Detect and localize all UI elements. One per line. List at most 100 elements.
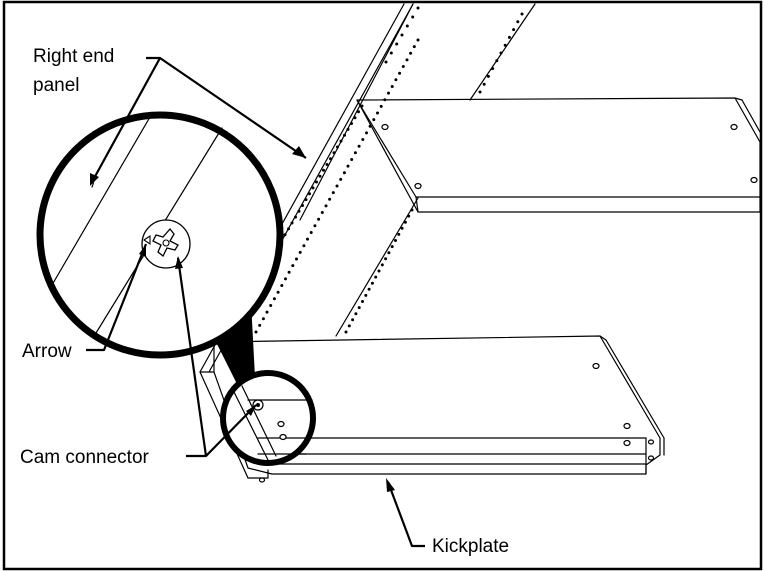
shelf-pin-hole	[512, 28, 516, 32]
label-kickplate: Kickplate	[432, 536, 509, 557]
shelf-pin-hole	[384, 60, 388, 64]
arrow-marker-icon	[143, 234, 151, 246]
shelf-pin-hole	[351, 318, 355, 322]
shelf-pin-hole	[357, 110, 360, 114]
shelf-pin-hole	[346, 164, 350, 168]
shelf-pin-hole	[265, 310, 269, 314]
shelf-pin-hole	[324, 204, 328, 208]
shelf-pin-hole	[339, 177, 343, 181]
shelf-pin-hole	[377, 269, 381, 273]
shelf-pin-hole	[374, 275, 378, 279]
shelf-pin-hole	[297, 209, 301, 213]
shelf-pin-hole	[394, 78, 398, 82]
shelf-pin-hole	[353, 151, 357, 155]
shelf-pin-hole	[308, 192, 311, 196]
shelf-pin-hole	[287, 270, 291, 274]
shelf-pin-hole	[398, 71, 402, 75]
shelf-pin-hole	[503, 43, 507, 47]
shelf-pin-hole	[318, 174, 322, 178]
shelf-pin-hole	[332, 151, 336, 155]
shelf-pin-hole	[401, 65, 405, 68]
shelf-pin-hole	[372, 118, 376, 122]
shelf-pin-hole	[357, 306, 361, 310]
shelf-pin-hole	[387, 91, 390, 95]
shelf-pin-hole	[389, 51, 393, 55]
shelf-pin-hole	[294, 215, 297, 219]
shelf-pin-hole	[387, 251, 391, 255]
shelf-pin-hole	[380, 263, 384, 267]
shelf-pin-hole	[482, 82, 486, 86]
shelf-pin-hole	[507, 35, 511, 39]
shelf-pin-hole	[325, 163, 329, 166]
shelf-pin-hole	[499, 51, 503, 55]
shelf-pin-hole	[394, 239, 397, 242]
shelf-pin-hole	[416, 6, 420, 10]
shelf-pin-hole	[361, 300, 364, 303]
shelf-pin-hole	[336, 145, 339, 149]
shelf-pin-hole	[322, 168, 325, 172]
shelf-pin-hole	[320, 211, 324, 214]
shelf-pin-hole	[384, 257, 388, 261]
shelf-pin-hole	[390, 245, 394, 249]
shelf-pin-hole	[416, 38, 420, 42]
label-arrow: Arrow	[22, 341, 72, 362]
shelf-pin-hole	[304, 198, 308, 202]
shelf-pin-hole	[295, 257, 298, 261]
shelf-pin-hole	[311, 186, 315, 190]
shelf-pin-hole	[370, 281, 374, 285]
shelf-pin-hole	[276, 290, 280, 294]
shelf-pin-hole	[284, 277, 287, 281]
shelf-pin-hole	[343, 133, 346, 137]
cam-detail-circle	[220, 370, 316, 466]
label-right-end-panel-line2: panel	[33, 75, 80, 96]
upper-shelf	[356, 97, 761, 213]
shelf-pin-hole	[350, 122, 353, 125]
shelf-pin-hole	[317, 217, 321, 221]
leader-lines	[86, 56, 425, 548]
shelf-pin-hole	[287, 227, 290, 231]
shelf-pin-hole	[346, 127, 350, 131]
shelf-pin-hole	[269, 304, 273, 307]
shelf-pin-hole	[376, 111, 379, 115]
shelf-pin-hole	[412, 45, 416, 49]
shelf-pin-hole	[347, 324, 351, 328]
shelf-pin-hole	[357, 144, 361, 148]
shelf-pin-hole	[280, 284, 284, 287]
shelf-pin-hole	[350, 158, 354, 161]
shelf-pin-hole	[403, 220, 407, 224]
shelf-pin-hole	[329, 157, 332, 161]
shelf-pin-hole	[516, 20, 520, 24]
shelf-pin-hole	[411, 15, 415, 19]
shelf-pin-hole	[335, 184, 339, 188]
shelf-pin-hole	[301, 204, 304, 207]
shelf-pin-hole	[290, 221, 294, 225]
shelf-pin-hole	[407, 214, 411, 218]
shelf-pin-hole	[254, 330, 258, 334]
shelf-pin-hole	[328, 197, 332, 201]
label-cam-connector: Cam connector	[20, 447, 150, 468]
shelf-pin-hole	[306, 237, 309, 241]
shelf-pin-hole	[309, 231, 313, 234]
shelf-pin-hole	[291, 264, 295, 268]
shelf-pin-hole	[409, 51, 413, 55]
shelf-pin-hole	[339, 139, 343, 143]
shelf-pin-hole	[397, 232, 401, 236]
shelf-pin-hole	[486, 74, 490, 78]
shelf-pin-hole	[405, 24, 409, 28]
shelf-pin-hole	[379, 104, 383, 108]
shelf-pin-hole	[313, 224, 317, 228]
shelf-pin-hole	[283, 233, 287, 237]
magnified-view-circle	[36, 111, 284, 359]
shelf-pin-hole	[367, 287, 371, 291]
shelf-pin-hole	[315, 180, 318, 184]
shelf-pin-hole	[344, 330, 348, 334]
shelf-pin-hole	[331, 191, 335, 195]
shelf-pin-hole	[400, 226, 404, 230]
shelf-pin-hole	[261, 317, 265, 321]
shelf-pin-hole	[495, 59, 499, 63]
shelf-pin-hole	[354, 312, 358, 316]
shelf-pin-hole	[410, 208, 414, 212]
